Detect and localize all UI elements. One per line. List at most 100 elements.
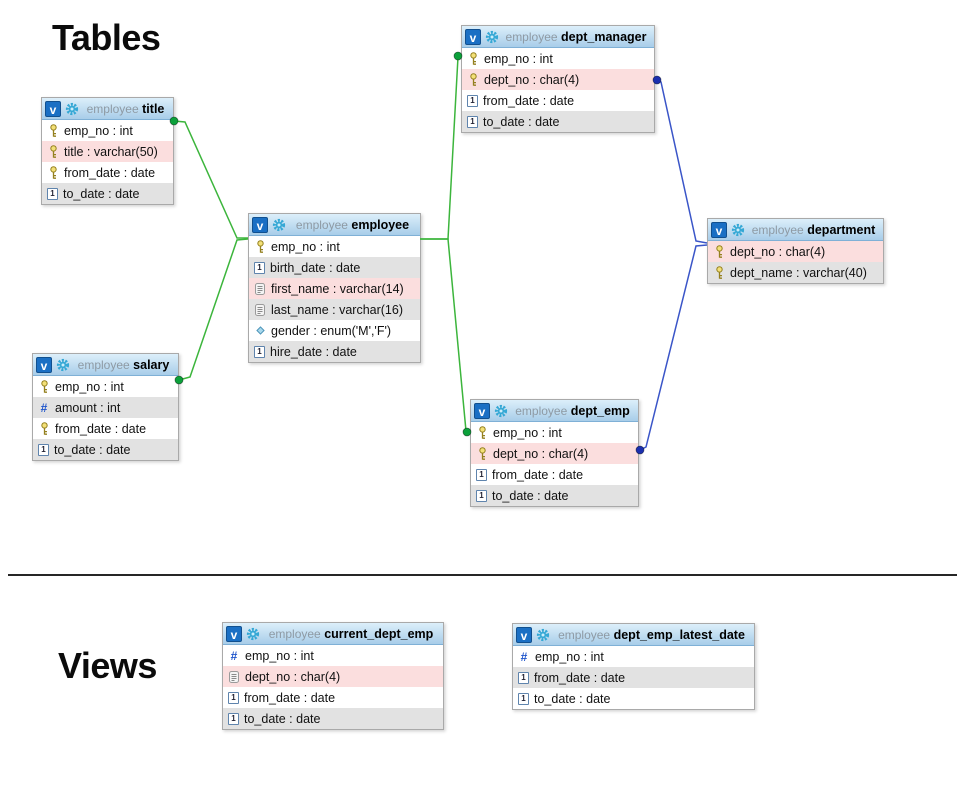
date-icon: 1 bbox=[518, 692, 529, 705]
column-label: emp_no : int bbox=[55, 379, 124, 394]
column-row-employee-3: last_name : varchar(16) bbox=[249, 299, 420, 320]
column-label: to_date : date bbox=[244, 711, 321, 726]
column-label: from_date : date bbox=[534, 670, 626, 685]
column-row-current_dept_emp-0: #emp_no : int bbox=[223, 645, 443, 666]
date-icon: 1 bbox=[518, 671, 529, 684]
column-label: to_date : date bbox=[483, 114, 560, 129]
table-title: employee salary bbox=[74, 358, 173, 372]
column-label: emp_no : int bbox=[64, 123, 133, 138]
view-badge-icon[interactable]: v bbox=[45, 100, 61, 117]
key-icon bbox=[38, 379, 50, 394]
column-row-dept_manager-1: dept_no : char(4) bbox=[462, 69, 654, 90]
column-label: hire_date : date bbox=[270, 344, 357, 359]
view-badge-icon[interactable]: v bbox=[474, 402, 490, 419]
view-badge-icon[interactable]: v bbox=[516, 626, 532, 643]
schema-label: employee bbox=[515, 403, 568, 418]
column-label: to_date : date bbox=[492, 488, 569, 503]
column-row-title-3: 1 to_date : date bbox=[42, 183, 173, 204]
column-label: emp_no : int bbox=[535, 649, 604, 664]
key-icon bbox=[254, 239, 266, 254]
column-label: to_date : date bbox=[63, 186, 140, 201]
column-row-employee-4: gender : enum('M','F') bbox=[249, 320, 420, 341]
column-label: birth_date : date bbox=[270, 260, 361, 275]
view-badge-icon[interactable]: v bbox=[36, 356, 52, 373]
key-icon bbox=[47, 165, 59, 180]
views-section-heading: Views bbox=[58, 645, 157, 686]
column-row-salary-2: from_date : date bbox=[33, 418, 178, 439]
column-label: to_date : date bbox=[534, 691, 611, 706]
numeric-icon: # bbox=[520, 649, 528, 664]
column-label: dept_no : char(4) bbox=[730, 244, 826, 259]
column-row-dept_emp-1: dept_no : char(4) bbox=[471, 443, 638, 464]
column-label: emp_no : int bbox=[271, 239, 340, 254]
column-label: amount : int bbox=[55, 400, 121, 415]
db-table-title[interactable]: v employee title emp_no : int title : varch… bbox=[41, 97, 174, 205]
column-label: dept_name : varchar(40) bbox=[730, 265, 867, 280]
table-header-dept_manager[interactable]: v employee dept_manager bbox=[462, 26, 654, 48]
column-row-dept_manager-3: 1 to_date : date bbox=[462, 111, 654, 132]
view-badge-icon[interactable]: v bbox=[465, 28, 481, 45]
text-field-icon bbox=[228, 670, 240, 683]
view-badge-icon[interactable]: v bbox=[711, 221, 727, 238]
column-label: dept_no : char(4) bbox=[493, 446, 589, 461]
key-icon bbox=[47, 144, 59, 159]
date-icon: 1 bbox=[47, 187, 58, 200]
column-label: gender : enum('M','F') bbox=[271, 323, 392, 338]
gear-icon bbox=[536, 628, 550, 642]
key-icon bbox=[38, 421, 50, 436]
date-icon: 1 bbox=[476, 489, 487, 502]
column-label: from_date : date bbox=[55, 421, 147, 436]
column-label: dept_no : char(4) bbox=[245, 669, 341, 684]
key-icon bbox=[467, 51, 479, 66]
key-icon bbox=[47, 123, 59, 138]
view-badge-icon[interactable]: v bbox=[252, 216, 268, 233]
schema-label: employee bbox=[77, 357, 130, 372]
table-title: employee dept_manager bbox=[503, 30, 649, 44]
numeric-icon: # bbox=[40, 400, 48, 415]
column-row-dept_emp-0: emp_no : int bbox=[471, 422, 638, 443]
table-header-salary[interactable]: v employee salary bbox=[33, 354, 178, 376]
table-title: employee title bbox=[83, 102, 168, 116]
date-icon: 1 bbox=[228, 712, 239, 725]
column-row-current_dept_emp-3: 1 to_date : date bbox=[223, 708, 443, 729]
column-label: from_date : date bbox=[492, 467, 584, 482]
view-badge-icon[interactable]: v bbox=[226, 625, 242, 642]
table-name-label: salary bbox=[133, 357, 170, 372]
numeric-icon: # bbox=[230, 648, 238, 663]
column-label: emp_no : int bbox=[493, 425, 562, 440]
tables-section-heading: Tables bbox=[52, 17, 161, 58]
gear-icon bbox=[246, 627, 260, 641]
key-icon bbox=[476, 425, 488, 440]
column-label: title : varchar(50) bbox=[64, 144, 158, 159]
column-row-salary-1: # amount : int bbox=[33, 397, 178, 418]
table-name-label: title bbox=[142, 101, 165, 116]
table-name-label: current_dept_emp bbox=[324, 626, 434, 641]
column-row-employee-0: emp_no : int bbox=[249, 236, 420, 257]
table-header-title[interactable]: v employee title bbox=[42, 98, 173, 120]
schema-label: employee bbox=[505, 29, 558, 44]
date-icon: 1 bbox=[467, 115, 478, 128]
db-table-salary[interactable]: v employee salary emp_no : int # amount : in… bbox=[32, 353, 179, 461]
gear-icon bbox=[56, 358, 70, 372]
section-divider-line bbox=[8, 574, 957, 576]
column-label: from_date : date bbox=[244, 690, 336, 705]
column-row-department-1: dept_name : varchar(40) bbox=[708, 262, 883, 283]
key-icon bbox=[713, 244, 725, 259]
column-row-dept_emp_latest_date-0: # emp_no : int bbox=[513, 646, 754, 667]
